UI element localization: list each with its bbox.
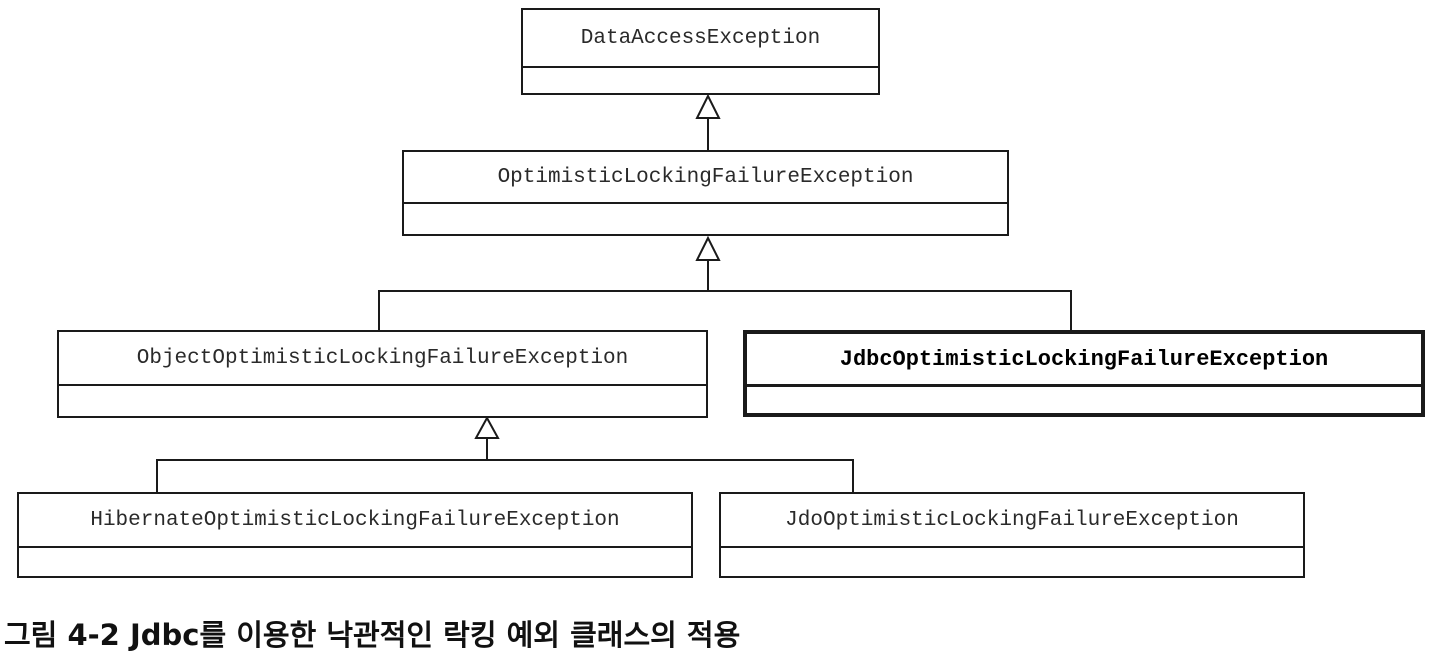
inheritance-arrowhead — [695, 235, 721, 261]
class-hibernate-optimistic-locking-failure-exception: HibernateOptimisticLockingFailureExcepti… — [17, 492, 693, 578]
inheritance-arrowhead — [695, 93, 721, 119]
class-name: JdbcOptimisticLockingFailureException — [839, 346, 1329, 372]
class-name: DataAccessException — [580, 26, 821, 50]
class-name: OptimisticLockingFailureException — [497, 165, 914, 189]
class-divider — [523, 66, 878, 68]
class-name: HibernateOptimisticLockingFailureExcepti… — [90, 508, 620, 532]
class-jdo-optimistic-locking-failure-exception: JdoOptimisticLockingFailureException — [719, 492, 1305, 578]
class-name: JdoOptimisticLockingFailureException — [785, 508, 1239, 532]
class-divider — [19, 546, 691, 548]
class-divider — [747, 384, 1421, 387]
class-name: ObjectOptimisticLockingFailureException — [136, 346, 629, 370]
class-divider — [721, 546, 1303, 548]
class-optimistic-locking-failure-exception: OptimisticLockingFailureException — [402, 150, 1009, 236]
class-data-access-exception: DataAccessException — [521, 8, 880, 95]
inheritance-connectors — [156, 93, 1072, 492]
connector-children-of-optimistic — [378, 290, 1072, 330]
class-jdbc-optimistic-locking-failure-exception: JdbcOptimisticLockingFailureException — [743, 330, 1425, 417]
class-divider — [404, 202, 1007, 204]
inheritance-arrowhead — [474, 415, 500, 439]
class-divider — [59, 384, 706, 386]
connector-children-of-object-optimistic — [156, 459, 854, 492]
class-object-optimistic-locking-failure-exception: ObjectOptimisticLockingFailureException — [57, 330, 708, 418]
figure-caption: 그림 4-2 Jdbc를 이용한 낙관적인 락킹 예외 클래스의 적용 — [4, 618, 741, 652]
